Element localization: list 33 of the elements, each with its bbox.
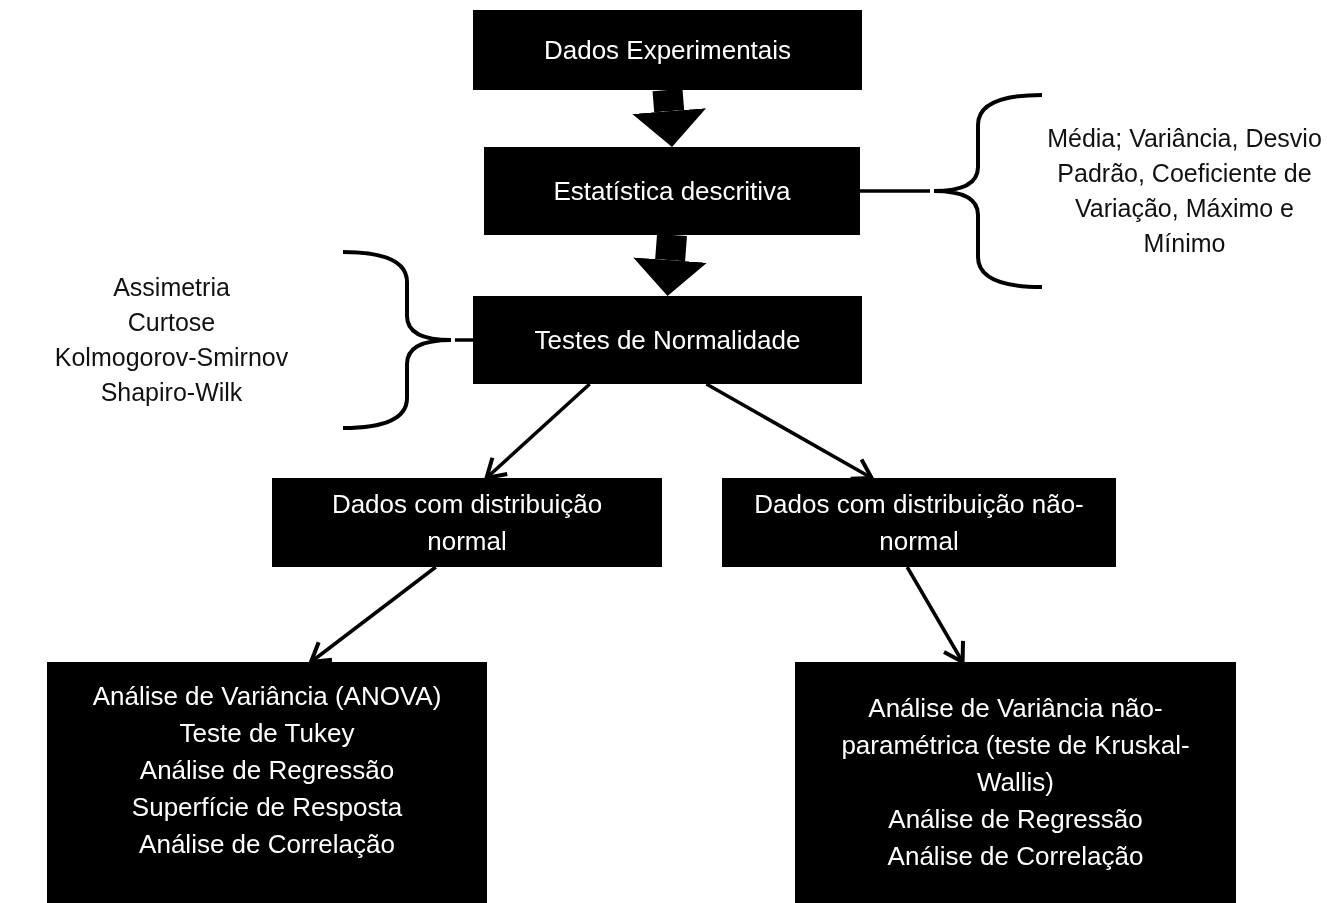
block-arrow xyxy=(633,233,708,296)
process-box xyxy=(47,662,487,903)
node-text: Shapiro-Wilk xyxy=(100,377,243,408)
node-text: Análise de Correlação xyxy=(139,828,395,861)
node-text: Teste de Tukey xyxy=(179,717,355,750)
process-box xyxy=(272,478,662,567)
process-box xyxy=(473,296,862,384)
connector-line xyxy=(860,189,930,193)
node-text: Estatística descritiva xyxy=(553,174,791,208)
node-text: Dados com distribuição normal xyxy=(330,487,604,558)
block-arrow xyxy=(632,88,707,147)
process-box xyxy=(473,10,862,90)
connector-line xyxy=(455,338,473,342)
process-box xyxy=(484,147,860,235)
node-text: Análise de Regressão xyxy=(139,754,395,787)
node-text: Assimetria xyxy=(113,272,230,303)
node-text: Testes de Normalidade xyxy=(534,323,801,357)
arrow xyxy=(309,565,437,664)
process-box xyxy=(795,662,1236,903)
node-text: Superfície de Resposta xyxy=(131,791,403,824)
arrow xyxy=(905,566,965,664)
process-box xyxy=(722,478,1116,567)
node-text: Análise de Variância não-paramétrica (teste de Kruskal-Wallis) xyxy=(840,692,1191,799)
node-text: Análise de Regressão xyxy=(888,803,1143,836)
node-text: Análise de Variância (ANOVA) xyxy=(92,680,442,713)
arrow xyxy=(705,382,874,481)
node-text: Análise de Correlação xyxy=(887,840,1144,873)
node-text: Média; Variância, Desvio Padrão, Coeficiente de Variação, Máximo e Mínimo xyxy=(1046,123,1323,259)
node-text: Dados com distribuição não-normal xyxy=(753,487,1085,558)
node-text: Kolmogorov-Smirnov xyxy=(54,342,289,373)
node-text: Dados Experimentais xyxy=(543,33,792,67)
node-text: Curtose xyxy=(127,307,216,338)
arrow xyxy=(484,382,591,480)
